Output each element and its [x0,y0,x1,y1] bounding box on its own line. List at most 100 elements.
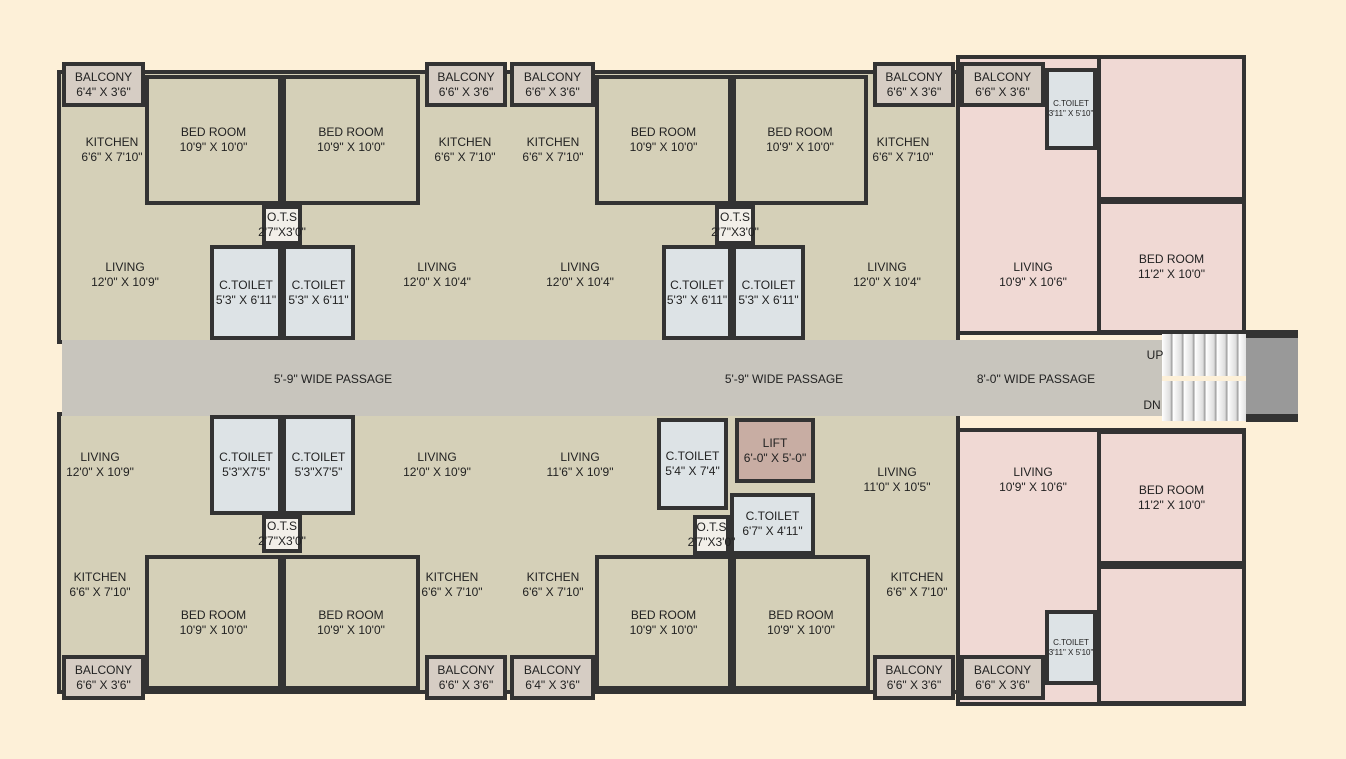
bed-room-room [145,75,282,205]
room-size: 6'6" X 7'10" [421,585,483,599]
room-name: BED ROOM [318,607,384,622]
room-size: 3'11" X 5'10" [1048,647,1094,657]
room-name: C.TOILET [1053,99,1089,108]
room-name: LIVING [877,465,917,479]
room-size: 6'4" X 3'6" [525,677,580,692]
balcony-room [873,655,955,700]
room-size: 6'6" X 3'6" [438,677,494,692]
room-room [1097,565,1246,705]
c-toilet-room [282,415,355,515]
room-room [1097,55,1246,201]
room-name: LIVING [80,450,120,464]
room-size: 10'9" X 10'0" [629,622,698,637]
bed-room-room [595,555,732,690]
room-name: BALCONY [885,662,943,677]
c-toilet-room [282,245,355,340]
room-name: BALCONY [885,69,943,84]
room-size: 11'0" X 10'5" [863,480,931,494]
stairs-up [1162,332,1246,376]
room-name: LIVING [560,450,600,464]
room-name: KITCHEN [526,570,580,584]
balcony-room [425,62,507,107]
stairs-up-label: UP [1146,348,1164,362]
bed-room-room [145,555,282,690]
room-size: 2'7"X3'0" [258,225,306,239]
balcony-room [510,62,595,107]
balcony-room [62,62,145,107]
room-size: 5'3" X 6'11" [666,292,728,307]
room-name: C.TOILET [219,450,273,464]
balcony-room [62,655,145,700]
stairs-down-label: DN [1143,398,1161,412]
room-name: LIVING [105,260,145,274]
room-name: C.TOILET [741,277,796,292]
room-name: KITCHEN [425,570,479,584]
room-size: 6'6" X 3'6" [525,84,580,99]
room-size: 6'6" X 3'6" [975,84,1030,99]
room-name: BED ROOM [180,125,247,139]
room-name: LIVING [417,260,457,274]
room-name: BALCONY [74,69,133,84]
room-name: BALCONY [437,662,495,677]
room-size: 6'6" X 3'6" [438,84,494,99]
room-name: C.TOILET [670,277,724,292]
room-size: 12'0" X 10'4" [853,275,921,289]
room-name: BALCONY [523,662,582,677]
room-name: C.TOILET [745,509,800,523]
room-name: O.T.S [266,210,297,224]
room-size: 5'3" X 6'11" [288,292,349,307]
room-size: 6'6" X 7'10" [81,150,143,164]
room-name: C.TOILET [291,450,346,464]
room-name: O.T.S [696,520,727,534]
room-name: LIVING [560,260,600,274]
room-size: 5'3" X 6'11" [738,292,799,307]
room-name: BALCONY [437,69,495,84]
room-name: BED ROOM [767,125,833,139]
bed-room-room [732,75,868,205]
o-t-s-room [262,205,302,245]
c-toilet-room [732,245,805,340]
room-name: LIFT [762,435,788,450]
room-size: 12'0" X 10'4" [546,275,614,289]
o-t-s-room [715,205,755,245]
room-size: 11'6" X 10'9" [546,465,614,479]
room-size: 5'3"X7'5" [294,465,343,479]
room-size: 6'6" X 3'6" [886,84,942,99]
room-size: 6'6" X 7'10" [434,150,496,164]
room-name: KITCHEN [85,135,139,149]
room-name: KITCHEN [526,135,580,149]
bed-room-room [595,75,732,205]
room-name: LIVING [1013,260,1053,274]
room-name: BED ROOM [768,607,834,622]
bed-room-room [282,75,420,205]
